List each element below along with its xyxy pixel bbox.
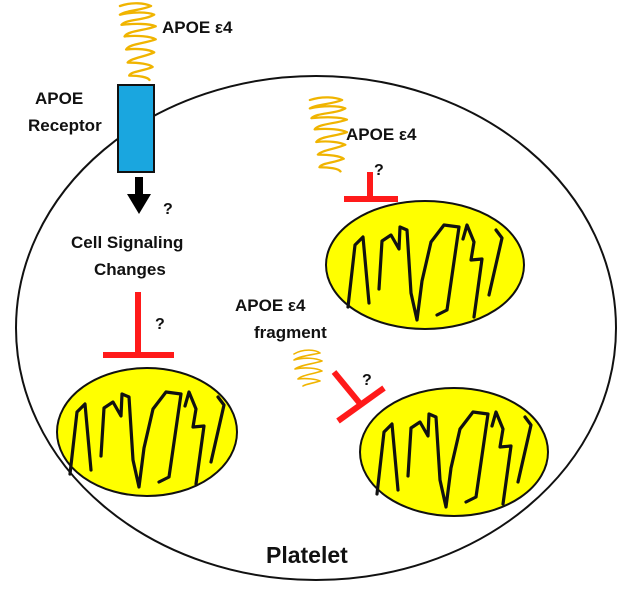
- mitochondrion-left-icon: [56, 367, 238, 497]
- arrow-down-icon: [127, 177, 151, 214]
- platelet-label: Platelet: [266, 542, 348, 568]
- question-mark-arrow: ?: [163, 201, 173, 218]
- apoe-receptor-label-line1: APOE: [35, 89, 83, 108]
- mitochondrion-bottom-right-icon: [359, 387, 549, 517]
- apoe-receptor-label-line2: Receptor: [28, 116, 102, 135]
- cell-signaling-label-line1: Cell Signaling: [71, 233, 183, 252]
- apoe-fragment-coil-icon: [293, 349, 323, 387]
- apoe-top-protein-coil-icon: [118, 2, 157, 82]
- question-mark-fragment: ?: [362, 372, 372, 389]
- apoe-right-label: APOE ε4: [346, 125, 417, 144]
- mitochondrion-top-right-icon: [325, 200, 525, 330]
- apoe-top-label: APOE ε4: [162, 18, 233, 37]
- cell-signaling-label-line2: Changes: [94, 260, 166, 279]
- question-mark-right: ?: [374, 162, 384, 179]
- apoe-fragment-label-line2: fragment: [254, 323, 327, 342]
- inhibition-bar-icon-left: [103, 292, 174, 358]
- inhibition-bar-icon-right: [344, 172, 398, 202]
- apoe-fragment-label-line1: APOE ε4: [235, 296, 306, 315]
- question-mark-left: ?: [155, 316, 165, 333]
- apoe-receptor-icon: [117, 84, 155, 173]
- inhibition-bar-icon-fragment: [331, 370, 386, 424]
